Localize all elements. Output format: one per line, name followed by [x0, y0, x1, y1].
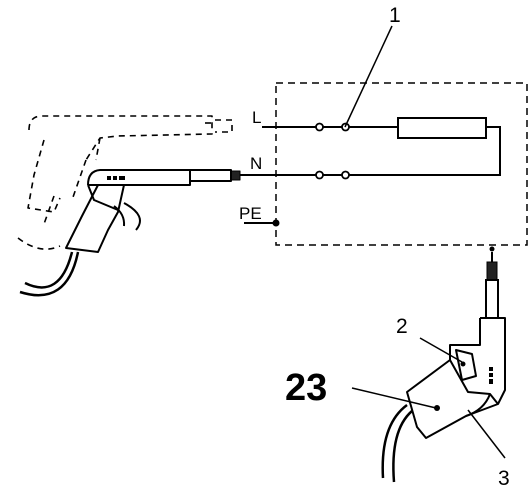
label-neutral: N [250, 154, 262, 173]
callout-2: 2 [396, 315, 408, 338]
tester-lower-logo [489, 367, 493, 384]
callout-23-leader [351, 387, 437, 409]
probe-contact-dot [489, 246, 495, 252]
neutral-wire [240, 170, 350, 180]
tester-lower-solid [381, 317, 506, 483]
callout-2-leader [419, 337, 463, 363]
label-earth: PE [239, 204, 262, 223]
return-wire [322, 126, 501, 176]
tester-upper-logo [107, 176, 125, 180]
terminal-l-1 [315, 122, 324, 132]
socket-enclosure-dashed [275, 82, 528, 246]
tester-upper-solid [19, 169, 241, 297]
terminal-n-2 [341, 170, 350, 180]
callout-1-leader [344, 25, 393, 128]
tester-23-dot [434, 405, 440, 411]
load-resistor [397, 117, 487, 139]
tester-upper-dashed [17, 115, 233, 250]
label-phase: L [252, 108, 261, 127]
earth-terminal [244, 219, 280, 227]
callout-1: 1 [389, 4, 401, 27]
callout-3: 3 [498, 467, 510, 490]
terminal-n-1 [315, 170, 324, 180]
probe-tip-lower [485, 252, 499, 319]
callout-23: 23 [285, 367, 327, 409]
button-2-dot [460, 361, 466, 367]
phase-wire [262, 122, 398, 132]
callout-3-leader [467, 409, 506, 459]
